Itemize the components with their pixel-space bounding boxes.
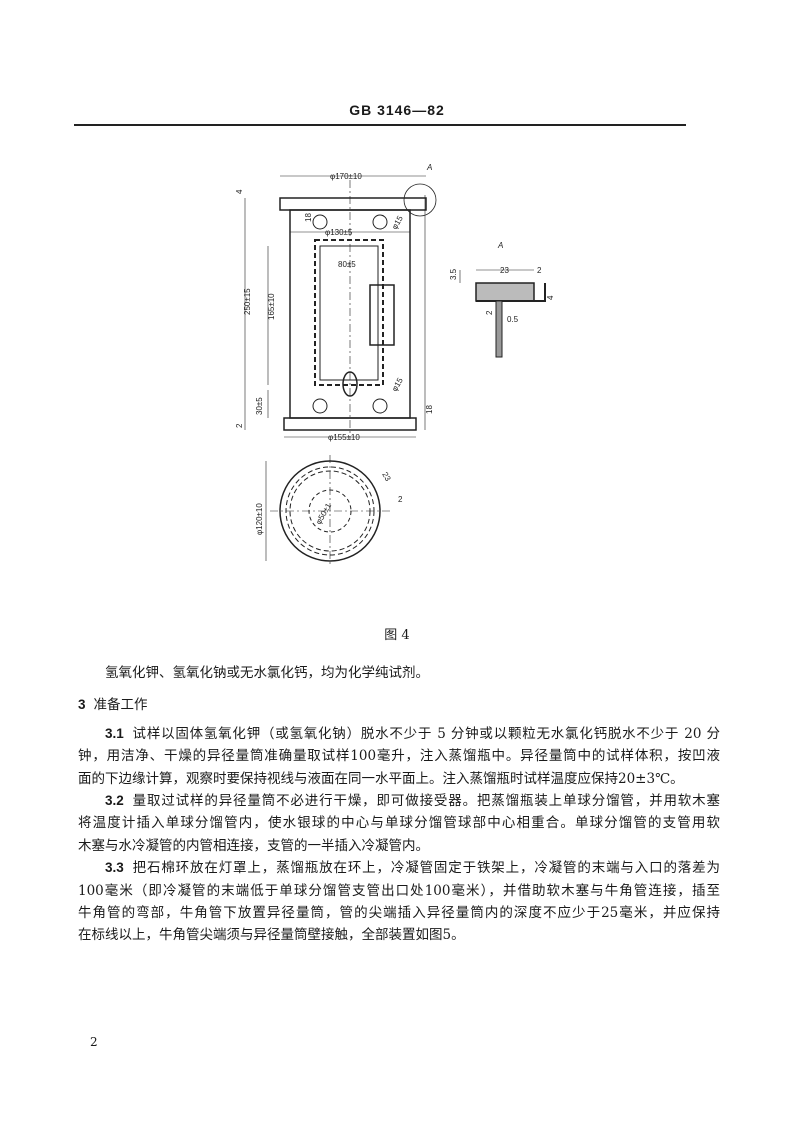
- detail-dim-4: 4: [546, 295, 555, 300]
- section-title: 准备工作: [93, 697, 148, 714]
- intro-line: 氢氧化钾、氢氧化钠或无水氯化钙，均为化学纯试剂。: [105, 665, 429, 681]
- dim-18-top: 18: [304, 213, 313, 222]
- dim-inner-dia: φ130±5: [325, 228, 353, 237]
- paragraph-3-1: 3.1 试样以固体氢氧化钾（或氢氧化钠）脱水不少于 5 分钟或以颗粒无水氯化钙脱水…: [78, 723, 720, 790]
- clause-number: 3.2: [105, 793, 124, 809]
- dim-plan-inner: φ50±1: [314, 501, 334, 526]
- detail-a-view: [459, 269, 546, 358]
- elevation-view: [244, 175, 437, 440]
- paragraph-line: 3.3 把石棉环放在灯罩上，蒸馏瓶放在环上，冷凝管固定于铁架上，冷凝管的末端与入口…: [78, 857, 720, 879]
- dim-window-width: 80±5: [338, 260, 356, 269]
- detail-mark: A: [426, 163, 432, 172]
- dim-plan-2: 2: [398, 495, 403, 504]
- paragraph-line: 木塞与水冷凝管的内管相连接，支管的一半插入冷凝管内。: [78, 837, 429, 854]
- paragraph-line: 在标线以上，牛角管尖端须与异径量筒壁接触，全部装置如图5。: [78, 927, 465, 944]
- dim-hole-top: φ15: [390, 214, 405, 231]
- clause-number: 3.1: [105, 725, 124, 741]
- paragraph-3-2: 3.2 量取过试样的异径量筒不必进行干燥，即可做接受器。把蒸馏瓶装上单球分馏管，并…: [78, 790, 720, 857]
- dim-plan-dia: φ120±10: [255, 503, 264, 535]
- plan-view: [265, 455, 390, 567]
- paragraph-3-3: 3.3 把石棉环放在灯罩上，蒸馏瓶放在环上，冷凝管固定于铁架上，冷凝管的末端与入口…: [78, 857, 720, 947]
- paragraph-line: 将温度计插入单球分馏管内，使水银球的中心与单球分馏管球部中心相重合。单球分馏管的…: [78, 815, 720, 832]
- line-text: 试样以固体氢氧化钾（或氢氧化钠）脱水不少于 5 分钟或以颗粒无水氯化钙脱水不少于…: [131, 725, 720, 742]
- standard-header: GB 3146—82: [349, 102, 445, 118]
- detail-dim-2b: 2: [485, 310, 494, 315]
- figure-4-drawing: φ170±10 φ130±5 80±5 250±15 165±10 30±5 φ…: [235, 163, 555, 567]
- detail-dim-2: 2: [537, 266, 542, 275]
- dim-top-dia: φ170±10: [330, 172, 362, 181]
- dim-height-window: 165±10: [267, 293, 276, 320]
- detail-dim-3-5: 3.5: [449, 268, 458, 280]
- paragraph-line: 牛角管的弯部，牛角管下放置异径量筒，管的尖端插入异径量筒内的深度不应少于25毫米…: [78, 905, 720, 922]
- dim-height-total: 250±15: [243, 288, 252, 315]
- detail-dim-0-5: 0.5: [507, 315, 519, 324]
- dim-2: 2: [235, 423, 244, 428]
- dim-base-height: 30±5: [255, 397, 264, 415]
- page-number: 2: [90, 1035, 98, 1049]
- dim-18-bottom: 18: [425, 405, 434, 414]
- detail-title: A: [497, 241, 503, 250]
- dim-bottom-dia: φ155±10: [328, 433, 360, 442]
- section-number: 3: [78, 697, 86, 713]
- paragraph-line: 3.2 量取过试样的异径量筒不必进行干燥，即可做接受器。把蒸馏瓶装上单球分馏管，并…: [78, 790, 720, 812]
- paragraph-line: 钟，用洁净、干燥的异径量筒准确量取试样100毫升，注入蒸馏瓶中。异径量筒中的试样…: [78, 748, 720, 765]
- line-text: 量取过试样的异径量筒不必进行干燥，即可做接受器。把蒸馏瓶装上单球分馏管，并用软木…: [131, 793, 720, 810]
- dim-4: 4: [235, 189, 244, 194]
- figure-caption: 图 4: [384, 628, 410, 643]
- paragraph-line: 面的下边缘计算，观察时要保持视线与液面在同一水平面上。注入蒸馏瓶时试样温度应保持…: [78, 770, 684, 787]
- header-rule: [74, 124, 686, 126]
- dim-hole-bottom: φ15: [390, 376, 405, 393]
- paragraph-line: 100毫米（即冷凝管的末端低于单球分馏管支管出口处100毫米），并借助软木塞与牛…: [78, 882, 720, 899]
- line-text: 把石棉环放在灯罩上，蒸馏瓶放在环上，冷凝管固定于铁架上，冷凝管的末端与入口的落差…: [131, 860, 720, 877]
- paragraph-line: 3.1 试样以固体氢氧化钾（或氢氧化钠）脱水不少于 5 分钟或以颗粒无水氯化钙脱水…: [78, 723, 720, 745]
- clause-number: 3.3: [105, 860, 124, 876]
- detail-dim-23: 23: [500, 266, 509, 275]
- section-heading: 3 准备工作: [78, 694, 720, 716]
- body-text: 氢氧化钾、氢氧化钠或无水氯化钙，均为化学纯试剂。 3 准备工作 3.1 试样以固体氢…: [78, 662, 720, 947]
- dim-plan-23: 23: [380, 471, 393, 484]
